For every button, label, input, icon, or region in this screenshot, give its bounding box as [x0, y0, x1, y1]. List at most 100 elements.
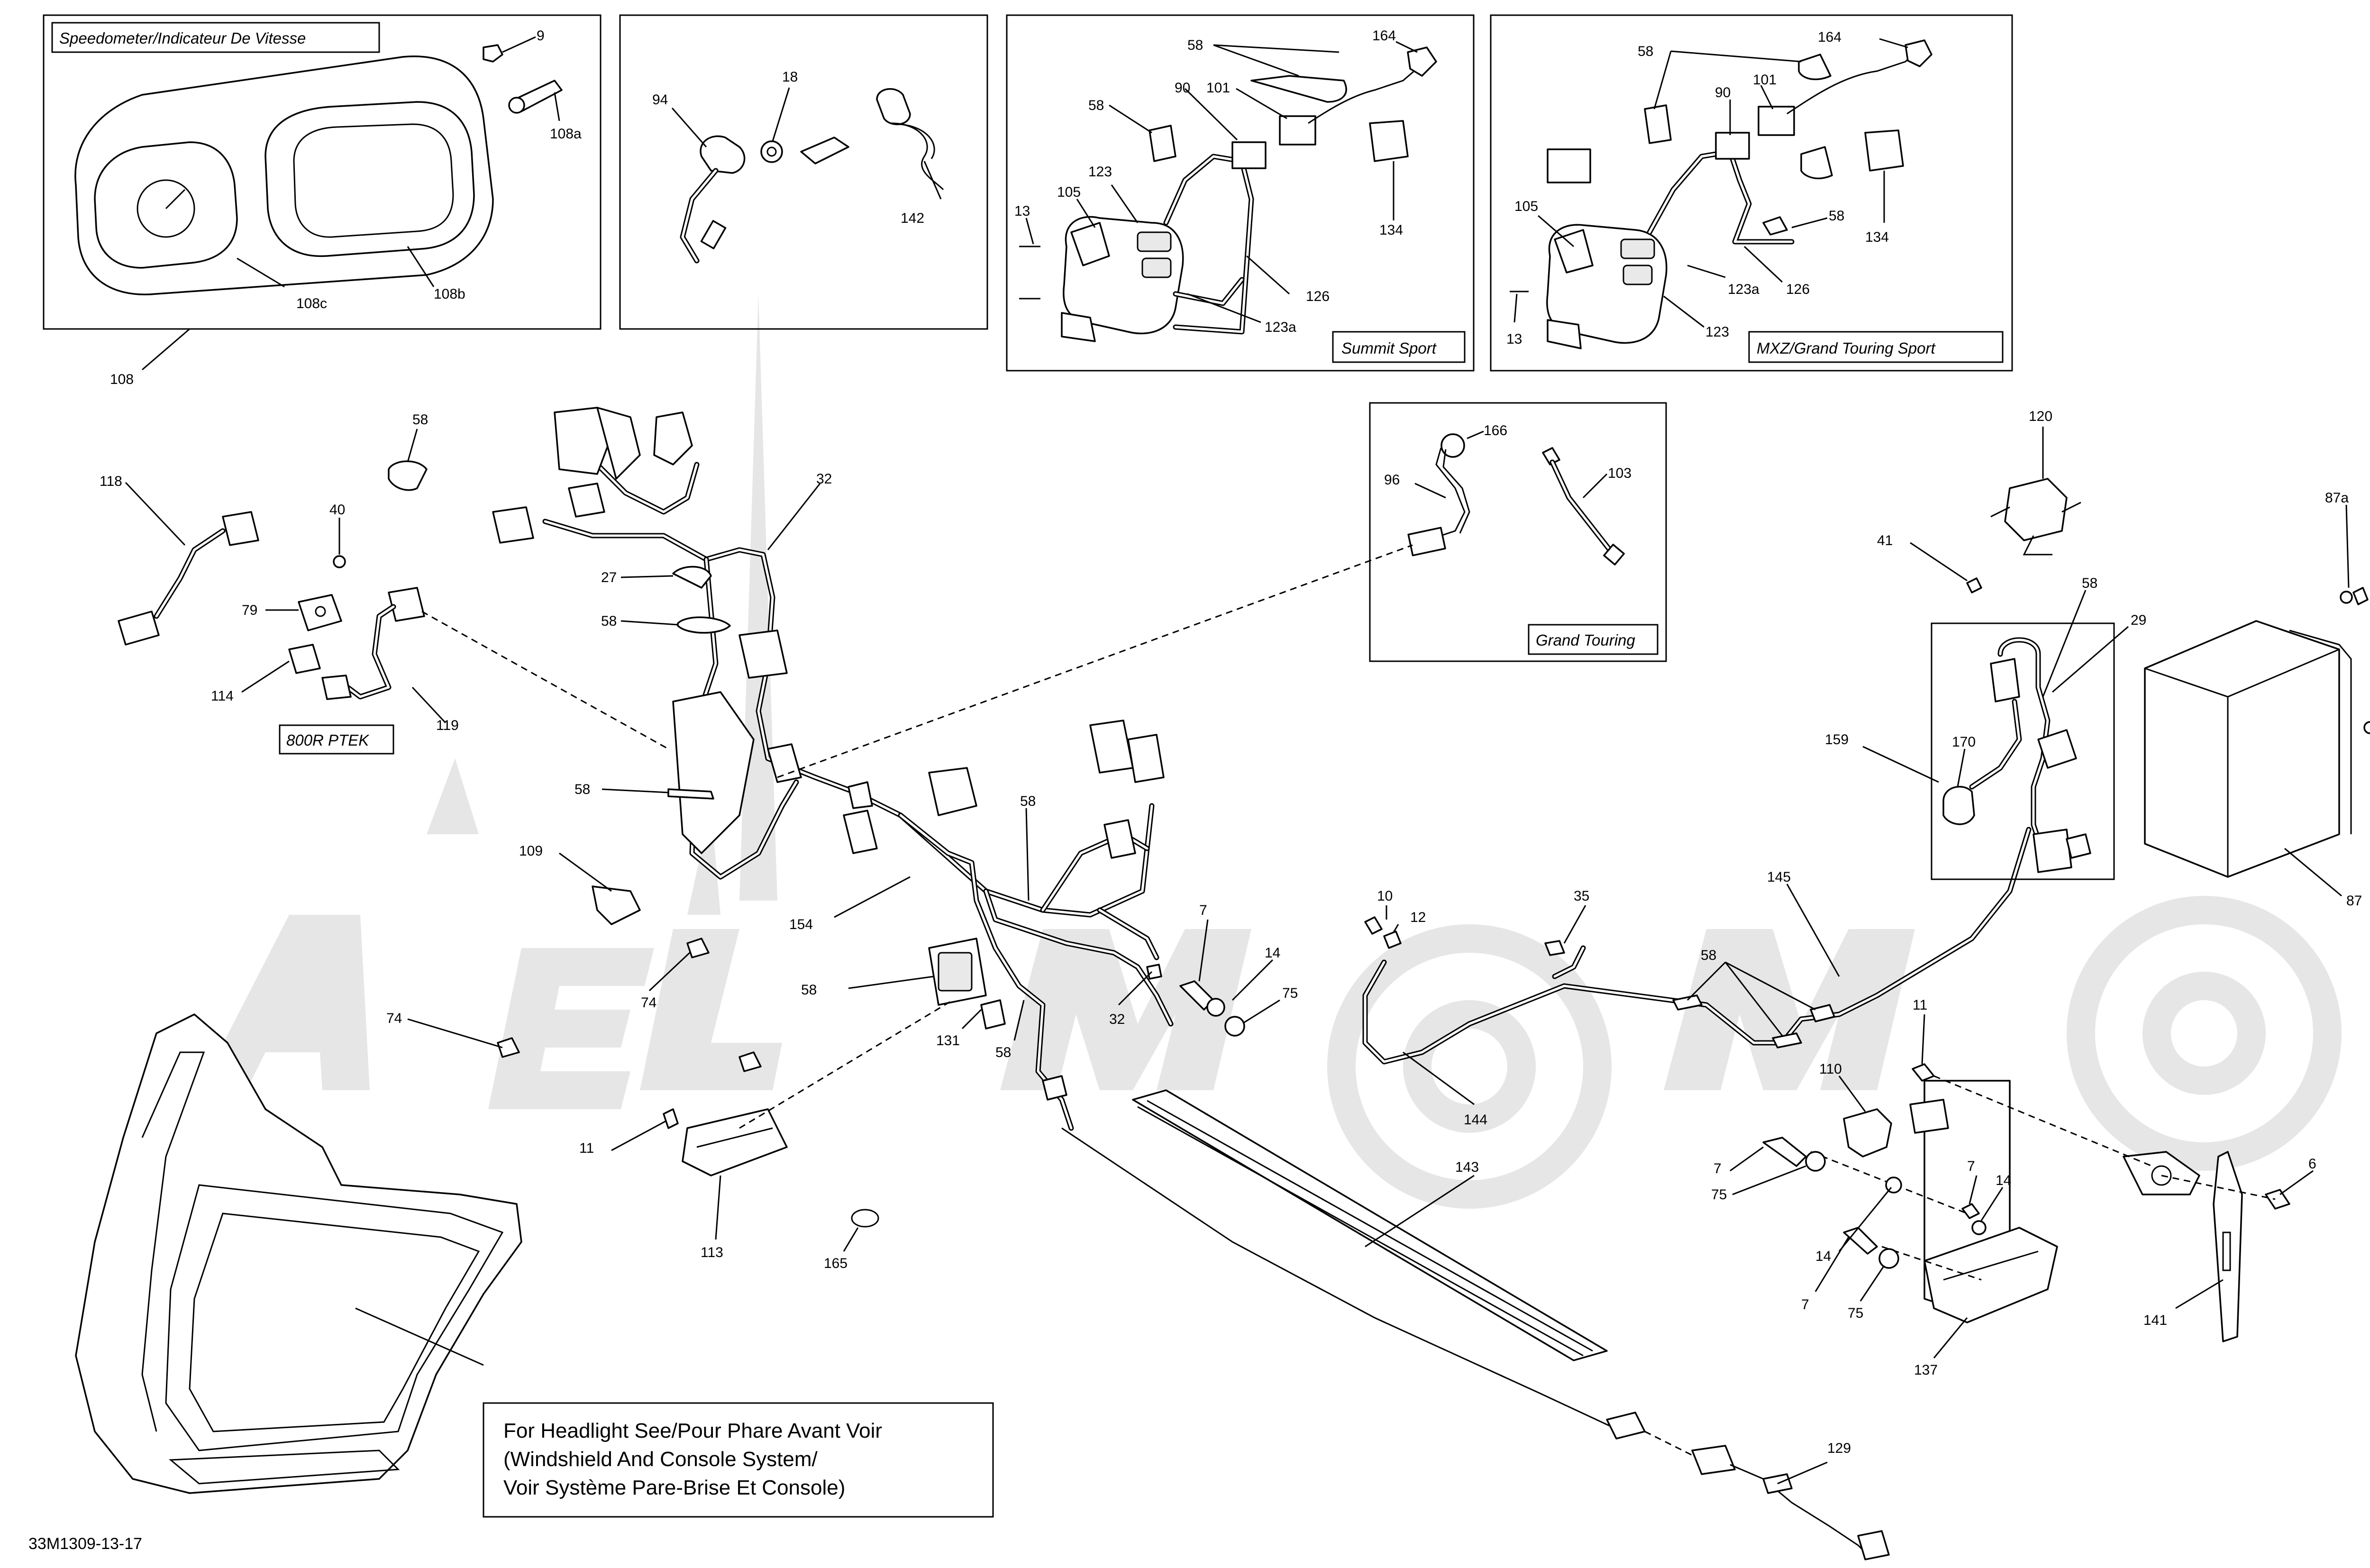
callout-123a: 123a — [1265, 319, 1296, 335]
callout-7: 7 — [1801, 1297, 1809, 1313]
note-line-3: Voir Système Pare-Brise Et Console) — [503, 1476, 845, 1499]
clip-58-b — [677, 616, 731, 634]
speedometer-gauge — [94, 141, 238, 269]
callout-10: 10 — [1377, 888, 1393, 904]
callout-96: 96 — [1384, 472, 1400, 488]
main-wiring-harness — [492, 407, 1174, 1131]
clip-11 — [663, 1108, 679, 1129]
callout-131: 131 — [936, 1033, 960, 1048]
fasteners-center — [1179, 916, 1402, 1037]
bracket-assembly: 11 110 7 75 7 14 14 7 75 137 6 141 — [1711, 997, 2316, 1378]
summit-sport-inset-title: Summit Sport — [1341, 339, 1437, 357]
battery-87 — [2144, 620, 2340, 878]
spacer-75 — [1224, 1016, 1245, 1037]
callout-123-mxz: 123 — [1705, 324, 1729, 340]
callout-141: 141 — [2143, 1313, 2167, 1328]
sensor-129: 129 — [1644, 1431, 1890, 1560]
callout-103: 103 — [1608, 465, 1632, 481]
callout-109: 109 — [519, 843, 543, 859]
callout-27: 27 — [601, 570, 617, 585]
connector-block-mxz — [1547, 148, 1591, 183]
callout-29: 29 — [2131, 612, 2146, 628]
ptek-inset-title: 800R PTEK — [286, 731, 370, 749]
callout-58: 58 — [601, 613, 617, 629]
clip-58-mxz — [1798, 54, 1832, 81]
headlight-note: For Headlight See/Pour Phare Avant Voir … — [483, 1402, 994, 1518]
connector-101-mxz — [1758, 106, 1795, 136]
ignition-inset: 94 18 142 — [619, 14, 988, 330]
callout-90-mxz: 90 — [1715, 85, 1731, 100]
main-callouts: 58 118 40 79 114 119 32 27 58 58 109 58 … — [100, 412, 1426, 1271]
clip-58-rear-b — [1772, 1032, 1802, 1048]
sensor-118-connector — [222, 511, 259, 546]
grand-touring-inset: Grand Touring 166 96 103 — [1369, 402, 1667, 662]
right-parts: 120 41 87a 87 58 29 159 170 — [1825, 409, 2370, 909]
bolt-7-b — [1961, 1203, 1980, 1219]
sensor-119-connector — [388, 587, 425, 622]
sensor-103 — [1542, 447, 1560, 465]
connector-96 — [1407, 527, 1446, 556]
washer-14-b — [1971, 1220, 1987, 1235]
ignition-switch — [700, 135, 746, 174]
clip-58-mxz-b — [1644, 104, 1672, 144]
callout-134: 134 — [1379, 222, 1403, 238]
washer-14 — [1206, 998, 1225, 1017]
nut-11 — [1912, 1063, 1935, 1082]
clip-74-b — [497, 1037, 520, 1058]
clip-58 — [1250, 75, 1347, 103]
bolt-6 — [2265, 1189, 2290, 1210]
callout-7: 7 — [1714, 1161, 1722, 1176]
callout-74: 74 — [386, 1011, 402, 1026]
callout-87a: 87a — [2325, 490, 2349, 506]
callout-58: 58 — [1701, 948, 1716, 963]
tether-cord-cap — [876, 88, 911, 126]
callout-123: 123 — [1088, 164, 1112, 180]
bracket-110 — [1843, 1108, 1892, 1158]
speedometer-inset-title: Speedometer/Indicateur De Vitesse — [59, 29, 306, 47]
callout-134-mxz: 134 — [1865, 229, 1889, 245]
harness-connector-mid — [928, 767, 977, 816]
screw-9 — [483, 44, 503, 63]
callout-32: 32 — [816, 471, 832, 487]
callout-58-mxz: 58 — [1638, 44, 1653, 59]
summit-sport-inset: Summit Sport 58 164 58 9 — [1006, 14, 1475, 372]
module-113 — [682, 1108, 788, 1176]
sensor-114 — [288, 644, 321, 674]
callout-165: 165 — [824, 1256, 848, 1271]
spacer-75-c — [1878, 1248, 1899, 1269]
speedometer-inset: Speedometer/Indicateur De Vitesse 9 108a… — [43, 14, 602, 330]
callout-129: 129 — [1827, 1440, 1851, 1456]
callout-32: 32 — [1109, 1012, 1125, 1027]
callout-114: 114 — [211, 688, 234, 704]
bracket-79 — [298, 594, 342, 631]
cover-134 — [1369, 120, 1409, 162]
mxz-grand-touring-sport-inset: MXZ/Grand Touring Sport 58 164 90 — [1490, 14, 2013, 372]
watermark-logo — [199, 294, 2342, 1209]
callout-41: 41 — [1877, 533, 1893, 548]
callout-90: 90 — [1175, 80, 1190, 96]
callout-58: 58 — [574, 782, 590, 797]
clip-10 — [1364, 916, 1383, 935]
clip-58-top — [388, 460, 428, 491]
connector-90 — [1231, 141, 1267, 169]
bulb-166 — [1440, 433, 1465, 458]
connector-164 — [1407, 46, 1437, 77]
callout-14: 14 — [1815, 1249, 1831, 1264]
callout-126-mxz: 126 — [1786, 282, 1810, 297]
callout-123a-mxz: 123a — [1728, 282, 1759, 297]
callout-18: 18 — [782, 69, 798, 85]
callout-14: 14 — [1265, 945, 1280, 961]
callout-170: 170 — [1952, 734, 1976, 750]
nut-40 — [333, 555, 346, 568]
callout-105-mxz: 105 — [1514, 199, 1538, 214]
callout-75: 75 — [1848, 1305, 1863, 1321]
sensor-118 — [118, 611, 160, 646]
callout-144: 144 — [1464, 1112, 1487, 1128]
harness-connector-right — [1089, 720, 1134, 774]
rear-harness: 35 145 58 144 — [1362, 827, 2032, 1128]
tether-clip — [800, 137, 849, 164]
callout-159: 159 — [1825, 732, 1849, 748]
callout-120: 120 — [2029, 409, 2052, 424]
callout-79: 79 — [242, 602, 257, 618]
connector-129 — [1691, 1445, 1736, 1475]
